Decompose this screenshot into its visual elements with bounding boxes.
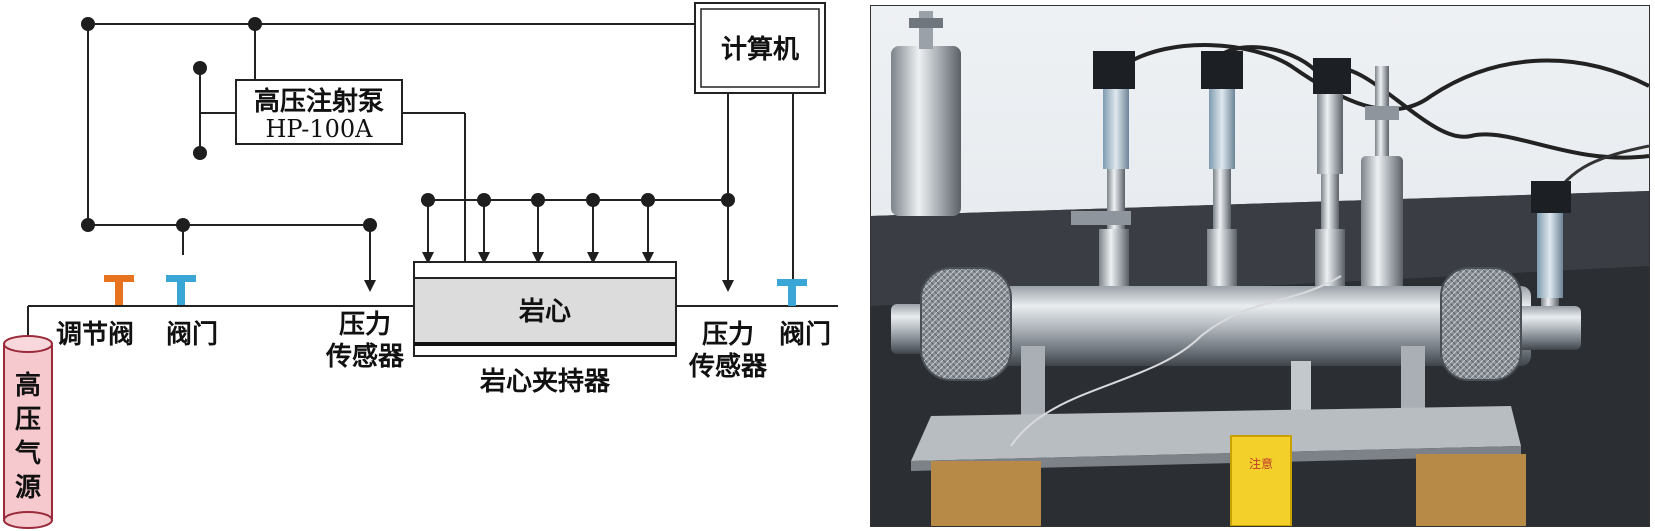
valve-left-label: 阀门 xyxy=(166,320,218,350)
valve-right-label: 阀门 xyxy=(779,320,831,350)
core-label: 岩心 xyxy=(518,297,571,327)
gas-source-char-4: 源 xyxy=(15,473,41,503)
apparatus-photo: 注意 xyxy=(870,5,1650,527)
gas-source-char-2: 压 xyxy=(15,405,41,435)
valve-stem xyxy=(1365,66,1399,156)
background-cylinder xyxy=(891,11,961,216)
caution-sign: 注意 xyxy=(1230,435,1292,526)
schematic-diagram: 计算机 高压注射泵 HP-100A 岩心 岩心夹持器 调节阀 阀门 阀门 压力 … xyxy=(3,2,838,529)
gas-source-char-1: 高 xyxy=(15,370,41,401)
junction-dots xyxy=(81,17,735,232)
pressure-sensor-right-line2: 传感器 xyxy=(688,352,768,382)
wood-block-left xyxy=(931,461,1041,526)
core-holder-label: 岩心夹持器 xyxy=(479,367,611,397)
gas-cylinder: 高 压 气 源 xyxy=(3,335,53,529)
caution-sign-text: 注意 xyxy=(1249,456,1273,471)
pressure-sensor-1 xyxy=(1071,51,1135,289)
pump-model-label: HP-100A xyxy=(265,115,373,143)
pressure-sensor-2 xyxy=(1201,51,1243,289)
pressure-sensor-left-line1: 压力 xyxy=(339,310,391,340)
injection-pump-box: 高压注射泵 HP-100A xyxy=(235,79,403,145)
pressure-sensor-left-line2: 传感器 xyxy=(325,342,405,372)
valve-right-icon xyxy=(777,279,807,306)
gas-source-char-3: 气 xyxy=(14,438,41,469)
holder-stand xyxy=(911,346,1521,471)
pressure-sensor-3 xyxy=(1313,58,1351,289)
computer-box: 计算机 xyxy=(694,2,826,94)
pressure-sensor-right-line1: 压力 xyxy=(702,320,754,350)
core-holder-cylinder xyxy=(891,267,1581,381)
side-cylinder xyxy=(1361,156,1403,306)
core-holder: 岩心 岩心夹持器 xyxy=(413,261,677,397)
valve-left-icon xyxy=(166,275,196,305)
computer-label: 计算机 xyxy=(721,34,799,65)
pump-name-label: 高压注射泵 xyxy=(254,86,384,117)
apparatus-photo-illustration: 注意 xyxy=(871,6,1649,526)
regulating-valve-icon xyxy=(104,275,134,305)
wood-block-right xyxy=(1416,454,1526,526)
regulating-valve-label: 调节阀 xyxy=(56,320,134,350)
